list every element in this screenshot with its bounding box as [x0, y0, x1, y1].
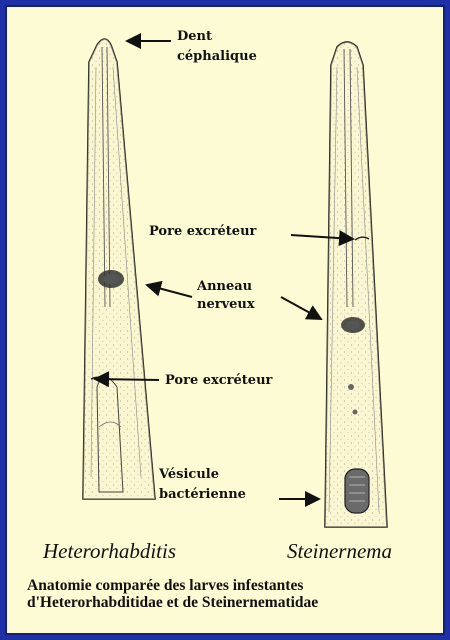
figure-caption: Anatomie comparée des larves infestantes…	[27, 577, 437, 611]
arrow-anneau-right	[281, 297, 321, 319]
label-vesicule-line1: Vésicule	[159, 467, 219, 483]
label-pore-excreteur-bottom: Pore excréteur	[165, 373, 272, 389]
steinernema-larva	[325, 42, 387, 527]
arrow-anneau-left	[147, 285, 192, 297]
figure-frame: Dent céphalique Pore excréteur Anneau ne…	[5, 5, 445, 635]
species-heterorhabditis: Heterorhabditis	[43, 539, 176, 563]
label-vesicule-line2: bactérienne	[159, 487, 246, 503]
arrow-pore-excreteur-left	[95, 379, 159, 380]
label-anneau-line2: nerveux	[197, 297, 255, 313]
label-dent-line1: Dent	[177, 29, 212, 45]
label-pore-excreteur-top: Pore excréteur	[149, 224, 256, 240]
species-steinernema: Steinernema	[287, 539, 392, 563]
caption-line2: d'Heterorhabditidae et de Steinernematid…	[27, 594, 437, 611]
heterorhabditis-larva	[83, 39, 155, 499]
label-anneau-line1: Anneau	[197, 279, 252, 295]
caption-line1: Anatomie comparée des larves infestantes	[27, 577, 437, 594]
steinernema-bacterial-vesicle	[345, 469, 369, 513]
label-dent-line2: céphalique	[177, 49, 257, 65]
